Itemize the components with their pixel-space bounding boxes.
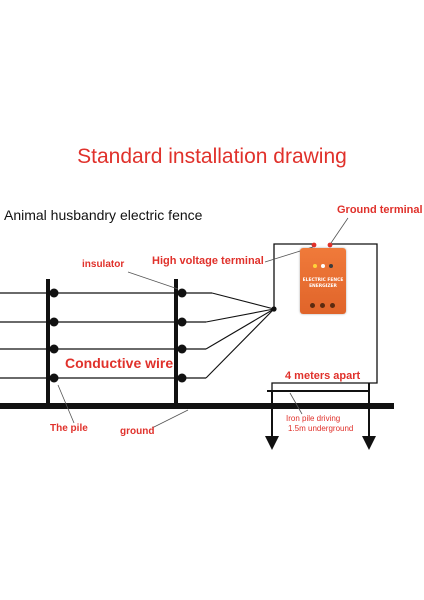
energizer-title-line1: ELECTRIC FENCE [302,278,344,283]
ground-lead [271,243,378,395]
ground-terminal-label: Ground terminal [337,204,423,216]
ground-line [0,403,394,409]
ground-label: ground [120,426,155,437]
insulators-left [49,288,59,383]
high-voltage-lead [273,243,314,309]
high-voltage-terminal [311,242,317,248]
ground-rod-left-tip [265,436,279,450]
conductive-wire-label: Conductive wire [65,355,174,371]
ground-rods [267,383,370,440]
insulators-right [177,288,187,383]
energizer-title: ELECTRIC FENCE ENERGIZER [300,278,346,289]
energizer-title-line2: ENERGIZER [309,283,337,289]
indicator-light-icon [329,264,333,268]
fence-post-right [174,279,178,405]
ground-terminal [327,242,333,248]
lead-wires [205,292,275,379]
diagram-subtitle: Animal husbandry electric fence [4,207,203,223]
page-title: Standard installation drawing [77,145,347,168]
ground-rod-right-tip [362,436,376,450]
control-knob-icon [330,303,335,308]
conductive-wires [0,292,212,379]
indicator-light-icon [321,264,325,268]
spacing-label: 4 meters apart [285,370,361,382]
insulator-label: insulator [82,259,125,270]
the-pile-label: The pile [50,423,88,434]
control-knob-icon [320,303,325,308]
iron-pile-label-line1: Iron pile driving [286,414,341,423]
fence-energizer: ELECTRIC FENCE ENERGIZER [300,248,346,314]
control-knob-icon [310,303,315,308]
fence-post-left [46,279,50,405]
iron-pile-label-line2: 1.5m underground [288,424,354,433]
indicator-light-icon [313,264,317,268]
high-voltage-terminal-label: High voltage terminal [152,255,264,267]
